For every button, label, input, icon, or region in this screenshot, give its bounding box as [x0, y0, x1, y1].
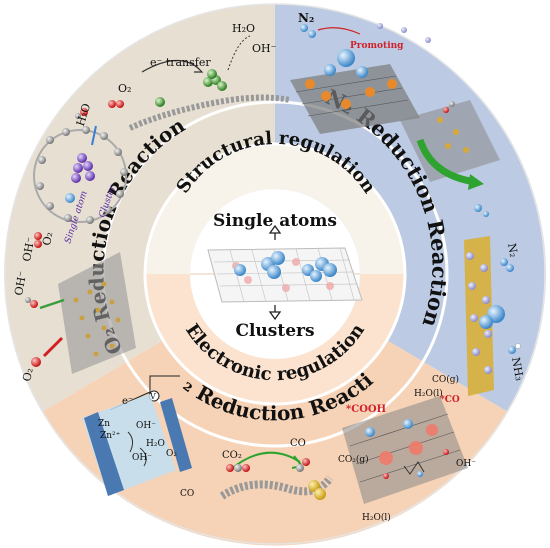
co2-label-h2o: H₂O: [146, 439, 165, 449]
co2-panel: e⁻ V Zn Zn²⁺ OH⁻ OH⁻ H₂O O₂ CO CO₂ CO: [82, 374, 476, 523]
o2-label-oh-bottom: OH⁻: [12, 270, 29, 296]
o2-label-e-transfer: e⁻ transfer: [150, 56, 211, 69]
co2-label-h2o-l2: H₂O(l): [362, 512, 391, 523]
o2-top-ribbon: [128, 35, 291, 131]
o2-label-o2-top: O₂: [118, 82, 131, 95]
n2-label-promoting: Promoting: [350, 41, 404, 51]
co2-mid-ribbon: [219, 451, 334, 500]
o2-label-oh-top: OH⁻: [252, 42, 277, 55]
inner-ring-top: [145, 144, 405, 274]
inner-ring-bottom: [145, 274, 405, 404]
o2-label-oh-left: OH⁻: [20, 236, 37, 262]
co2-right-sheet: [342, 396, 468, 504]
o2-label-o2-left: O₂: [40, 231, 55, 246]
co2-label-oh2: OH⁻: [132, 453, 152, 463]
center-arrows: [268, 224, 282, 321]
co2-label-zn: Zn: [98, 419, 110, 429]
n2-label-n2-right: N₂: [505, 242, 520, 258]
n2-right-catalyst: [400, 100, 500, 217]
n2-top-catalyst: [290, 23, 431, 134]
n2-label-nh3: NH₃: [509, 356, 526, 382]
co2-label-co2-mid: CO₂: [222, 450, 242, 461]
o2-label-o2-bottom: O₂: [20, 367, 36, 383]
n2-label-n2-top: N₂: [298, 11, 314, 25]
co2-label-h2o-l: H₂O(l): [414, 388, 443, 399]
co2-label-e: e⁻: [122, 396, 133, 407]
o2-cluster-lattice: [33, 125, 128, 224]
o2-label-h2o-top: H₂O: [232, 22, 255, 35]
co2-label-oh3: OH⁻: [456, 459, 476, 469]
center-bottom-label: Clusters: [235, 321, 314, 341]
o2-bottom-sheet: [25, 252, 136, 374]
co2-label-co2-g: CO₂(g): [338, 454, 369, 465]
co2-label-cooh: *COOH: [346, 404, 386, 415]
co2-label-co-star: *CO: [440, 395, 460, 405]
co2-battery-cell: [82, 375, 192, 496]
co2-label-o2: O₂: [166, 449, 177, 459]
center-top-label: Single atoms: [213, 211, 337, 231]
co2-label-zn2: Zn²⁺: [100, 431, 121, 441]
co2-label-oh1: OH⁻: [136, 421, 156, 431]
inner-ring: [143, 142, 407, 406]
co2-label-co-g: CO(g): [432, 374, 459, 385]
outer-ring-border: [4, 3, 546, 545]
n2-panel: N₂ Promoting: [290, 11, 526, 396]
co2-label-co-mid: CO: [290, 438, 306, 449]
n2-gold-slab: [464, 236, 521, 396]
o2-panel: H₂O OH⁻ e⁻ transfer O₂ H₂O Clus: [12, 22, 291, 383]
co2-label-v: V: [149, 392, 156, 401]
co2-label-co-bottom: CO: [180, 489, 194, 499]
center-lattice: [207, 247, 363, 303]
